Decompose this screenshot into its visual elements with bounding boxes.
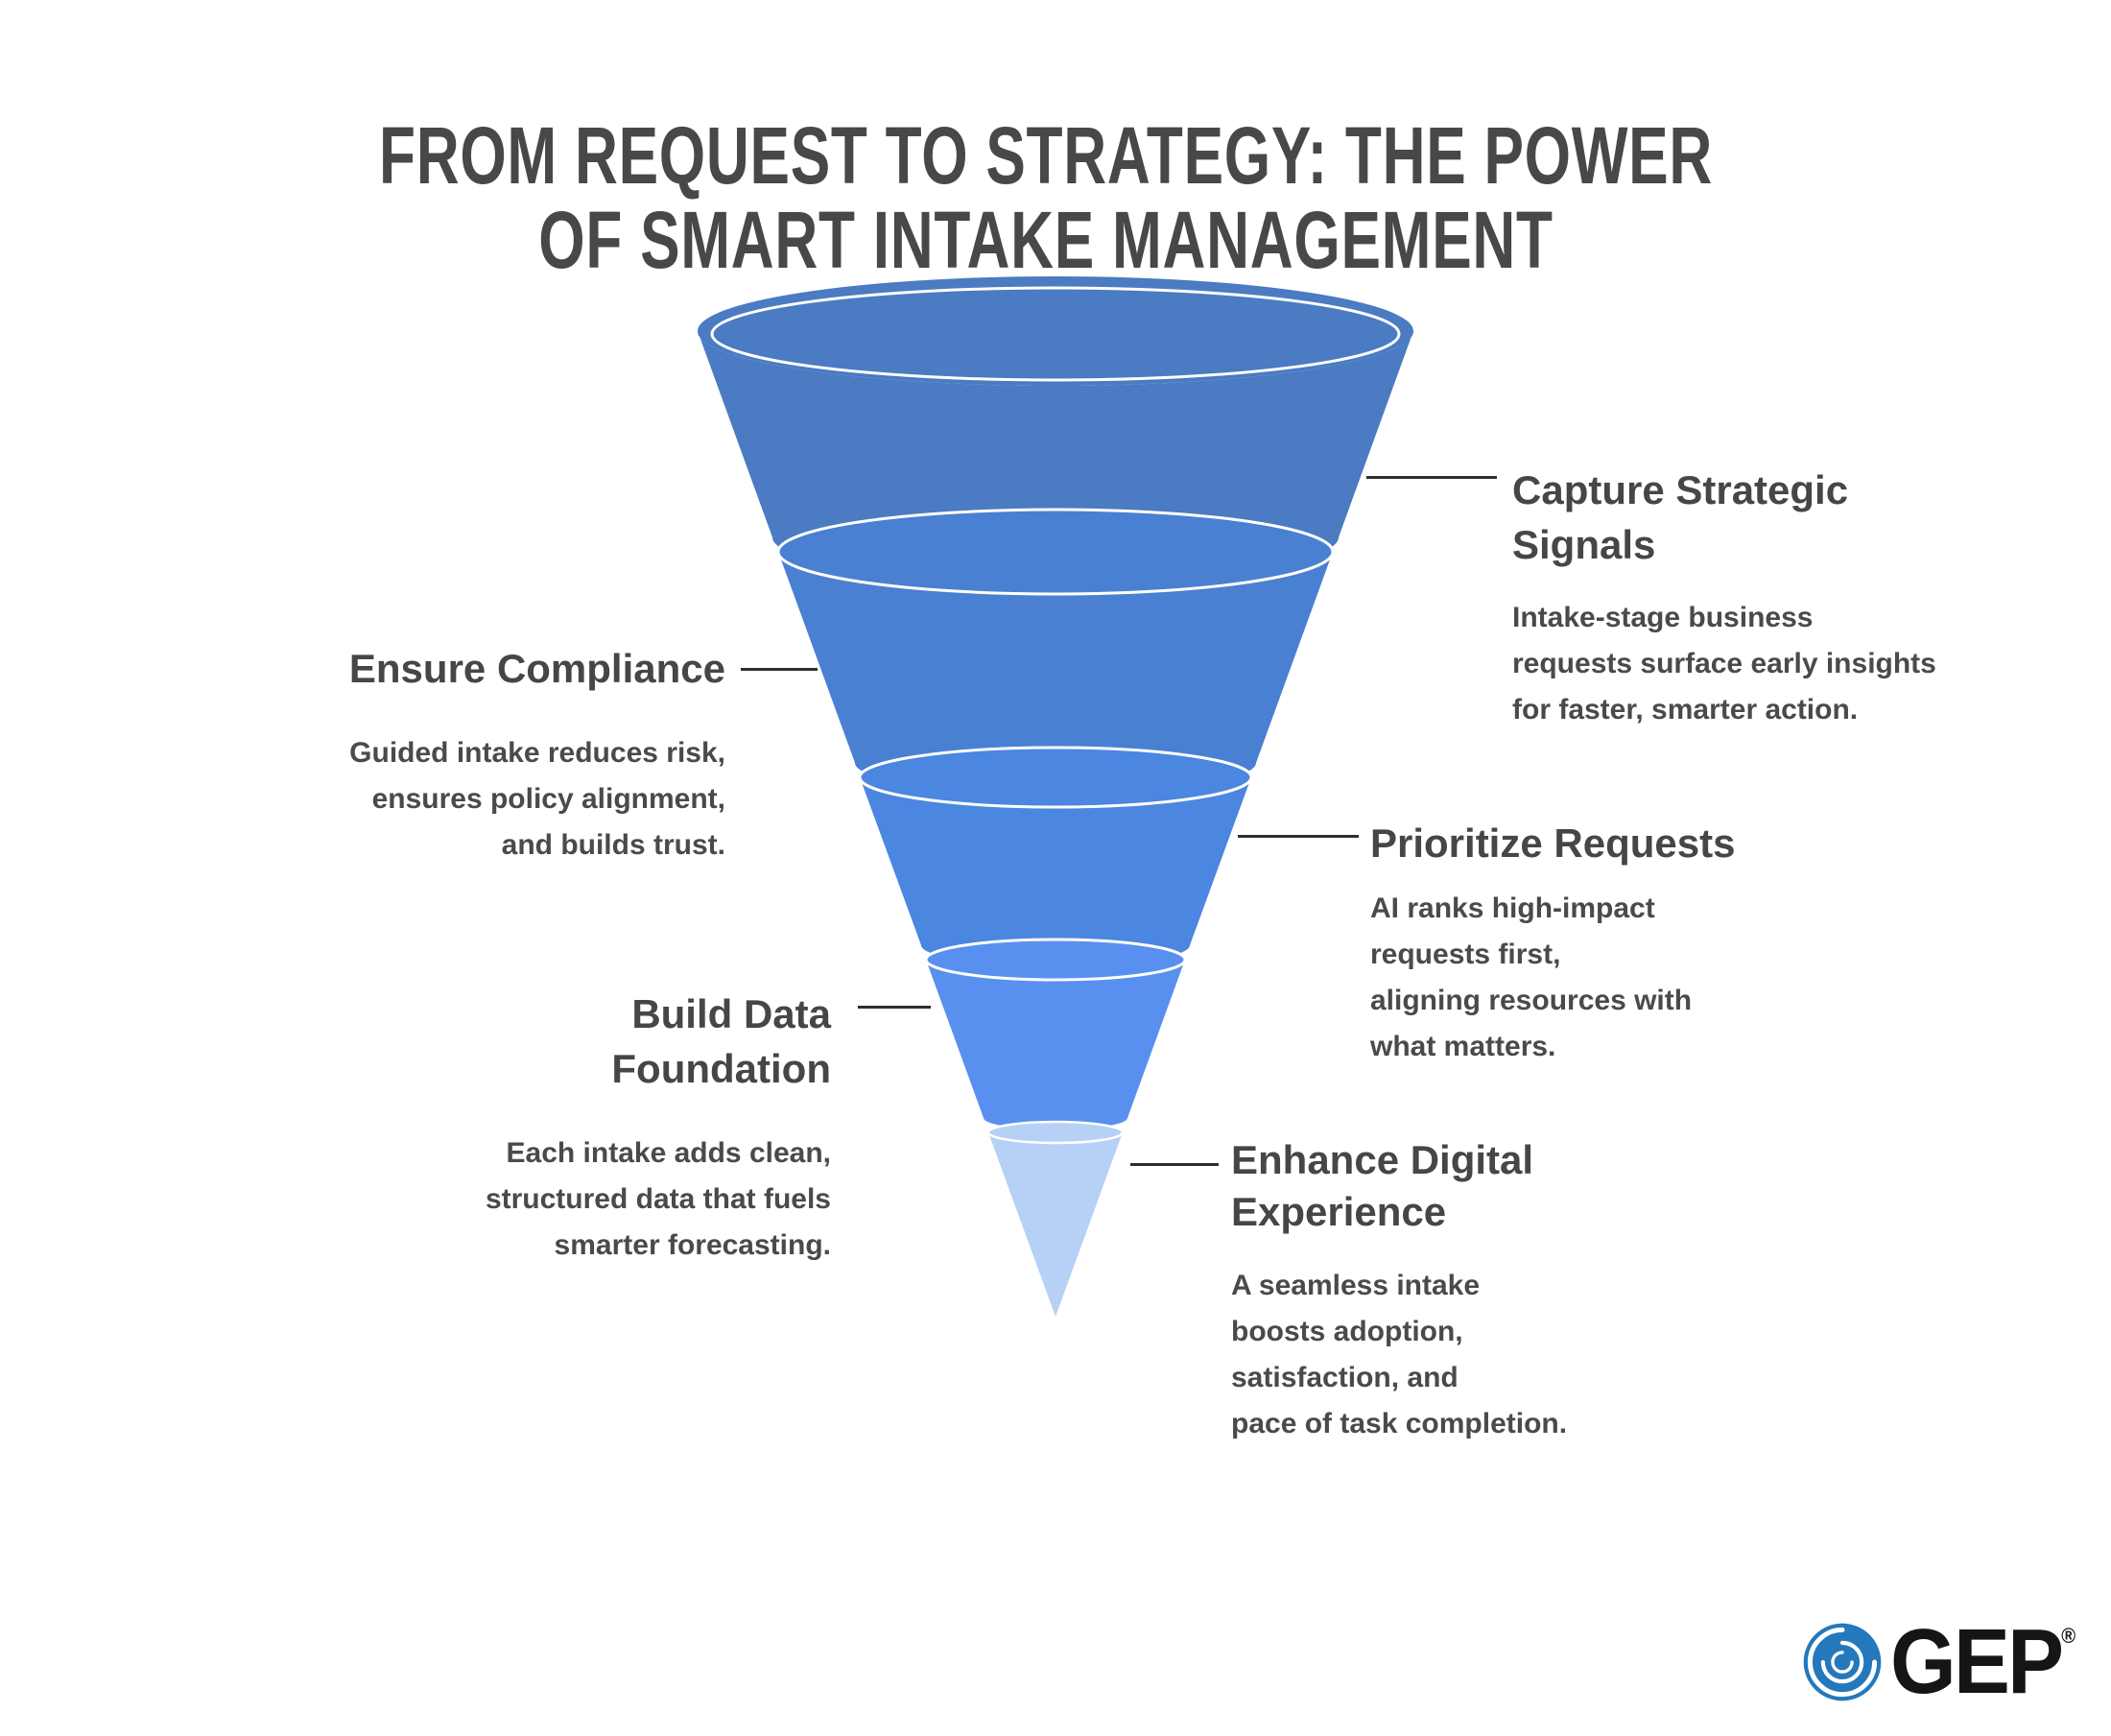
funnel-segment-3 <box>858 746 1253 966</box>
stage-body-line: ensures policy alignment, <box>371 783 725 815</box>
stage-body-line: what matters. <box>1370 1031 1556 1062</box>
stage-heading-line: Build Data <box>631 991 831 1036</box>
stage-body-line: boosts adoption, <box>1231 1316 1463 1347</box>
stage-body-line: Guided intake reduces risk, <box>349 737 725 769</box>
funnel-segment-4 <box>924 938 1187 1130</box>
stage-body-line: structured data that fuels <box>485 1183 831 1215</box>
stage-body-line: requests first, <box>1370 939 1561 970</box>
stage-label-prioritize-requests: Prioritize Requests AI ranks high-impact… <box>1370 816 1821 1070</box>
stage-label-ensure-compliance: Ensure Compliance Guided intake reduces … <box>230 641 725 868</box>
stage-body-line: smarter forecasting. <box>554 1229 831 1261</box>
stage-body-line: pace of task completion. <box>1231 1408 1568 1439</box>
stage-body-line: satisfaction, and <box>1231 1362 1459 1393</box>
gep-logo-text: GEP® <box>1890 1610 2075 1713</box>
stage-body-line: and builds trust. <box>501 829 725 861</box>
stage-heading-line: Prioritize Requests <box>1370 820 1736 866</box>
stage-label-capture-strategic-signals: Capture Strategic Signals Intake-stage b… <box>1512 463 1973 733</box>
stage-heading-line: Experience <box>1231 1189 1447 1234</box>
funnel-segment-5 <box>986 1120 1125 1317</box>
stage-body-line: AI ranks high-impact <box>1370 892 1655 924</box>
leader-line-experience <box>1130 1163 1219 1166</box>
stage-body-line: aligning resources with <box>1370 985 1693 1016</box>
stage-body-line: Intake-stage business <box>1512 602 1814 633</box>
stage-body-line: Each intake adds clean, <box>506 1137 831 1169</box>
leader-line-capture <box>1366 476 1497 479</box>
gep-swirl-icon <box>1803 1623 1882 1701</box>
funnel-rim-line <box>710 286 1401 382</box>
page-title-line-2: OF SMART INTAKE MANAGEMENT <box>538 195 1554 285</box>
leader-line-prioritize <box>1238 835 1359 838</box>
stage-heading-line: Capture Strategic <box>1512 467 1849 512</box>
stage-label-build-data-foundation: Build Data Foundation Each intake adds c… <box>384 987 831 1269</box>
stage-heading-line: Ensure Compliance <box>348 646 725 691</box>
stage-heading-line: Signals <box>1512 522 1656 567</box>
leader-line-data <box>858 1006 931 1009</box>
page-title: FROM REQUEST TO STRATEGY: THE POWER OF S… <box>272 113 1819 282</box>
leader-line-compliance <box>741 668 818 671</box>
stage-label-enhance-digital-experience: Enhance Digital Experience A seamless in… <box>1231 1134 1672 1447</box>
funnel-segment-2 <box>776 508 1335 794</box>
gep-logo: GEP® <box>1802 1610 2089 1713</box>
page-title-line-1: FROM REQUEST TO STRATEGY: THE POWER <box>379 110 1713 201</box>
stage-body-line: A seamless intake <box>1231 1270 1481 1301</box>
stage-body-line: for faster, smarter action. <box>1512 694 1859 725</box>
registered-trademark-symbol: ® <box>2061 1624 2075 1648</box>
stage-heading-line: Enhance Digital <box>1231 1137 1534 1182</box>
stage-body-line: requests surface early insights <box>1512 648 1936 679</box>
stage-heading-line: Foundation <box>611 1046 831 1091</box>
